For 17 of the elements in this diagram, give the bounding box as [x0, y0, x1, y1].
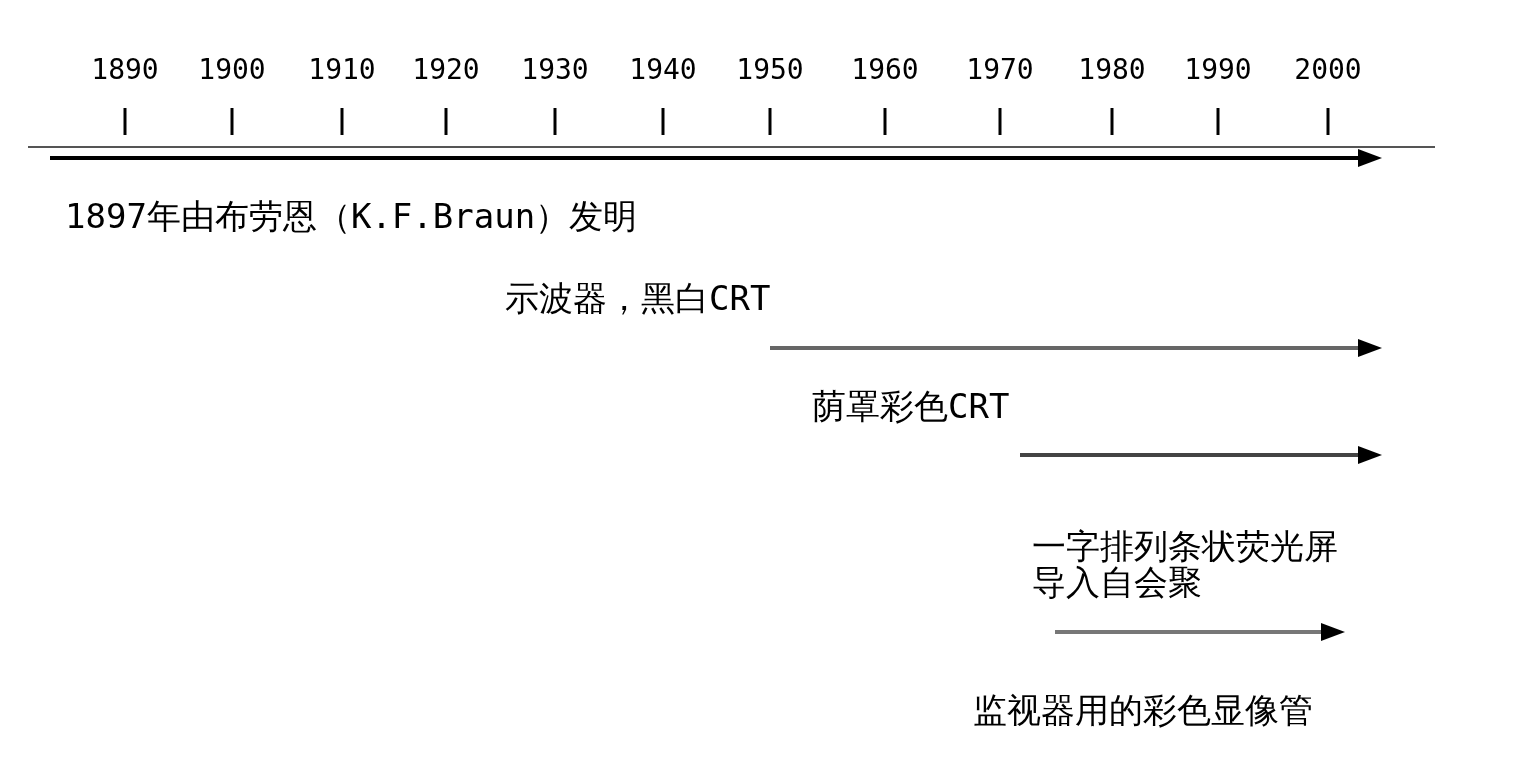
year-label: 1990 — [1184, 55, 1252, 86]
year-label: 1960 — [851, 55, 919, 86]
event-text: 监视器用的彩色显像管 — [973, 692, 1313, 730]
event-text: 一字排列条状荧光屏导入自会聚 — [1032, 528, 1339, 600]
year-label: 1900 — [198, 55, 266, 86]
year-label: 1890 — [91, 55, 159, 86]
event-text: 荫罩彩色CRT — [812, 388, 1010, 426]
year-label: 1950 — [736, 55, 804, 86]
year-label: 1930 — [521, 55, 589, 86]
year-label: 2000 — [1294, 55, 1362, 86]
year-label: 1920 — [412, 55, 480, 86]
event-text: 示波器，黑白CRT — [505, 280, 771, 318]
year-label: 1970 — [966, 55, 1034, 86]
year-label: 1910 — [308, 55, 376, 86]
event-text: 1897年由布劳恩（K.F.Braun）发明 — [65, 198, 638, 236]
year-label: 1940 — [629, 55, 697, 86]
year-label: 1980 — [1078, 55, 1146, 86]
